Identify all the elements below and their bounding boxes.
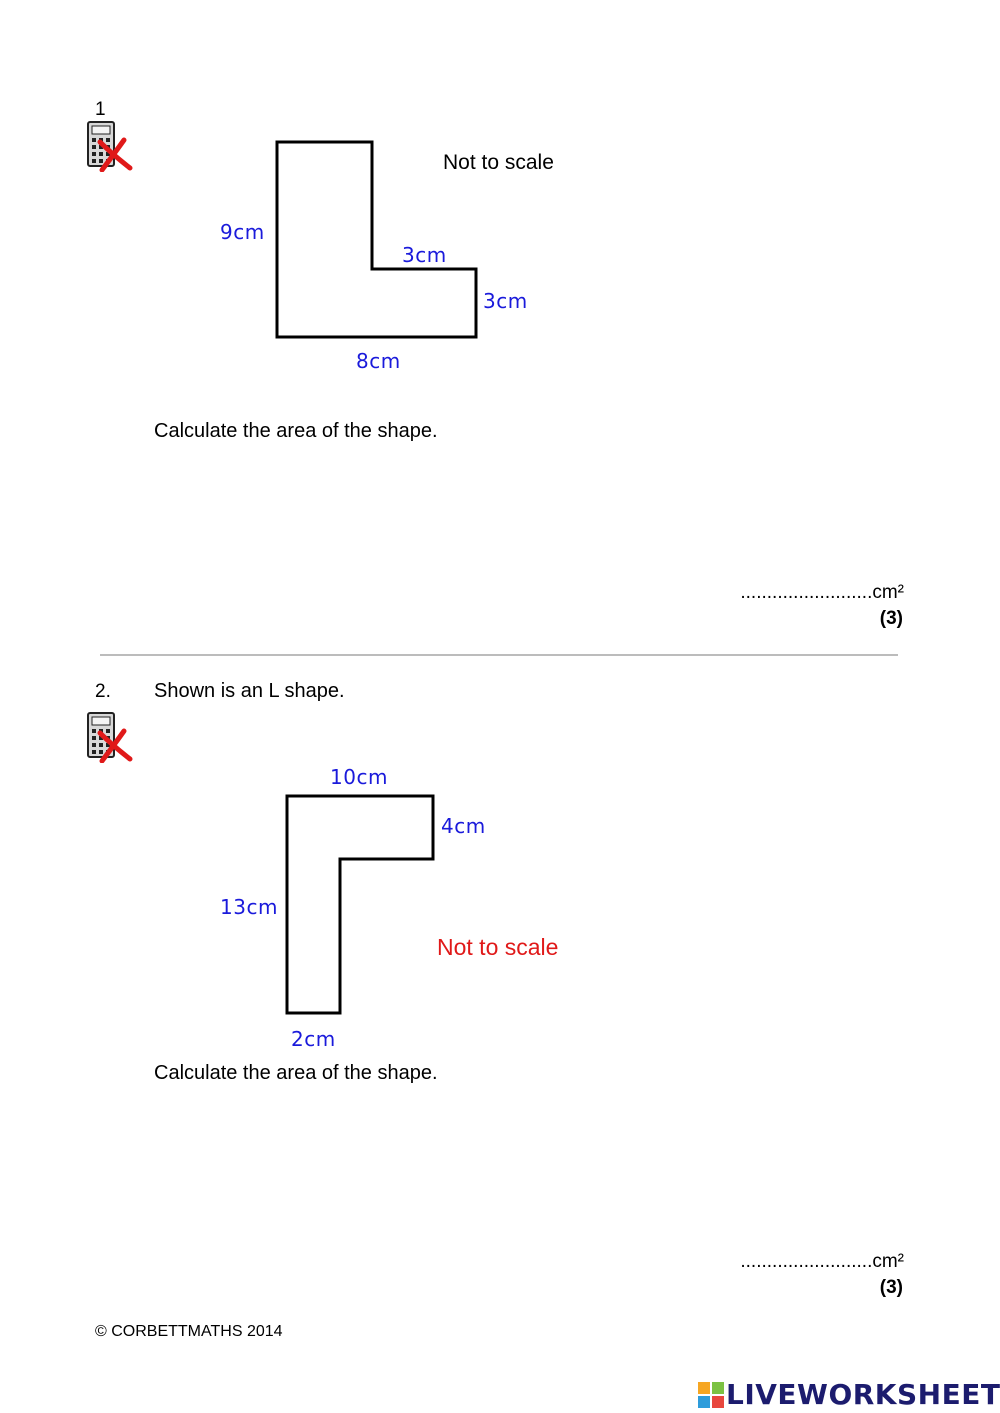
q1-inner-top-length-label: 3cm (402, 243, 447, 267)
q1-bottom-length-label: 8cm (356, 349, 401, 373)
q2-prompt: Calculate the area of the shape. (154, 1062, 438, 1084)
liveworksheets-wordmark: LIVEWORKSHEETS (726, 1378, 1000, 1411)
q1-left-length-label: 9cm (220, 220, 265, 244)
q2-intro: Shown is an L shape. (154, 680, 345, 702)
liveworksheets-logo-icon (698, 1381, 724, 1408)
q2-top-length-label: 10cm (330, 765, 388, 789)
no-calculator-icon (87, 712, 133, 763)
question-2-number: 2. (95, 681, 111, 702)
q1-marks: (3) (879, 608, 903, 629)
q1-prompt: Calculate the area of the shape. (154, 420, 438, 442)
question-1-l-shape (275, 140, 478, 339)
q2-left-length-label: 13cm (220, 895, 278, 919)
q2-marks: (3) (879, 1277, 903, 1298)
q2-bottom-length-label: 2cm (291, 1027, 336, 1051)
liveworksheets-branding[interactable]: LIVEWORKSHEETS (698, 1378, 1000, 1411)
question-2-l-shape (285, 794, 435, 1015)
section-divider (100, 654, 898, 656)
q1-inner-right-length-label: 3cm (483, 289, 528, 313)
question-1-number: 1 (95, 99, 106, 120)
q2-answer-line[interactable]: .........................cm² (740, 1251, 904, 1272)
no-calculator-icon (87, 121, 133, 172)
q1-answer-line[interactable]: .........................cm² (740, 582, 904, 603)
q2-not-to-scale-note: Not to scale (437, 934, 559, 960)
q1-not-to-scale-note: Not to scale (443, 151, 554, 174)
q2-right-length-label: 4cm (441, 814, 486, 838)
copyright-notice: © CORBETTMATHS 2014 (95, 1323, 283, 1340)
